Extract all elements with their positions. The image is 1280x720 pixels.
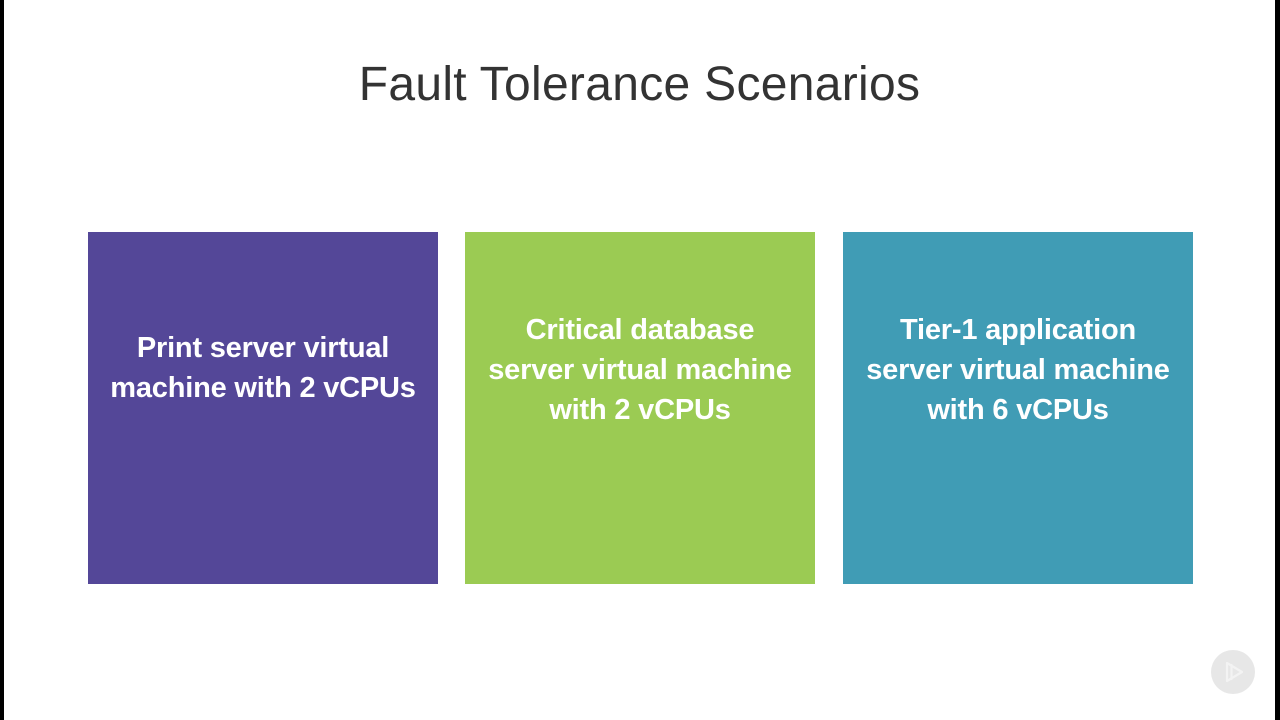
scenario-card-label: Tier-1 application server virtual machin… (866, 314, 1170, 426)
scenario-card-label: Print server virtual machine with 2 vCPU… (110, 332, 416, 404)
play-button-icon (1211, 650, 1255, 694)
scenario-card-print-server[interactable]: Print server virtual machine with 2 vCPU… (88, 232, 438, 584)
scenario-card-tier-1-application-server[interactable]: Tier-1 application server virtual machin… (843, 232, 1193, 584)
scenario-cards-row: Print server virtual machine with 2 vCPU… (88, 232, 1196, 584)
scenario-card-label: Critical database server virtual machine… (488, 314, 792, 426)
slide-canvas: Fault Tolerance Scenarios Print server v… (4, 0, 1275, 720)
page-title: Fault Tolerance Scenarios (358, 58, 921, 111)
letterbox-bar-right (1275, 0, 1280, 720)
scenario-card-critical-database-server[interactable]: Critical database server virtual machine… (465, 232, 815, 584)
letterbox-bar-left (0, 0, 4, 720)
